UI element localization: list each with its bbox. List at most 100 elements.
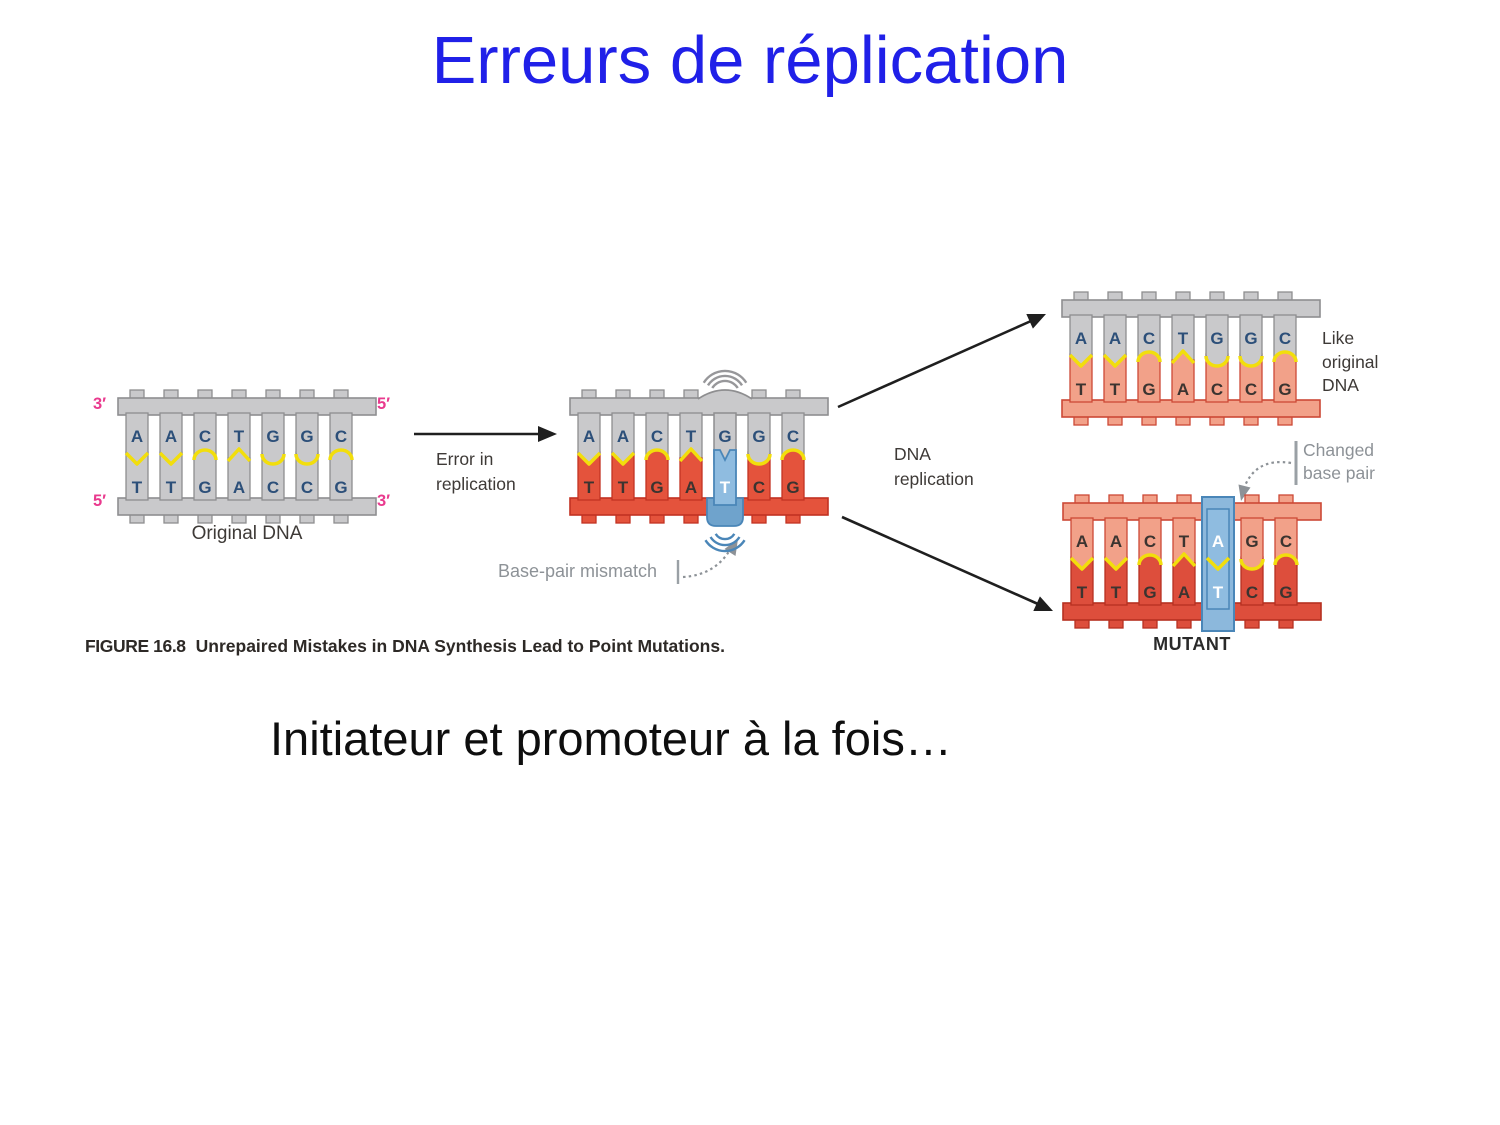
base-letter: A [233, 478, 245, 497]
base-letter: T [618, 478, 629, 497]
bond-joint [328, 448, 354, 461]
base-tip [1072, 558, 1092, 569]
base-letter: C [1143, 329, 1155, 348]
base-tip [229, 449, 249, 460]
bond-joint [1238, 355, 1264, 368]
base-letter: A [583, 427, 595, 446]
bond-joint [1204, 355, 1230, 368]
bond-joint [780, 448, 806, 461]
bond-joint [124, 451, 150, 466]
strain-arcs-icon [709, 536, 741, 547]
base-letter: G [1142, 380, 1155, 399]
base-letter: A [617, 427, 629, 446]
base-letter: C [753, 478, 765, 497]
base-letter: T [1110, 380, 1121, 399]
base-letter: G [1245, 532, 1258, 551]
bond-joint [1069, 556, 1095, 571]
base-tip [579, 453, 599, 464]
replication-arrow-up [837, 314, 1046, 409]
bond-joint [1102, 353, 1128, 368]
base-letter: T [1077, 583, 1088, 602]
bond-joint [192, 448, 218, 461]
base-letter: C [301, 478, 313, 497]
bond-joint [1137, 553, 1163, 566]
base-letter: T [686, 427, 697, 446]
bond-joint [1136, 350, 1162, 363]
bond-joint [1068, 353, 1094, 368]
base-letter: G [718, 427, 731, 446]
error-arrow [414, 426, 557, 442]
base-letter: A [685, 478, 697, 497]
strain-arcs-icon [714, 533, 736, 541]
base-letter: A [131, 427, 143, 446]
base-letter: A [1178, 583, 1190, 602]
base-letter: G [300, 427, 313, 446]
base-letter: T [720, 478, 731, 497]
base-tip [1071, 355, 1091, 366]
base-letter: G [650, 478, 663, 497]
arrowhead-icon [1026, 314, 1046, 329]
replication-arrow-down [841, 515, 1053, 611]
base-letter: A [1212, 532, 1224, 551]
base-letter: T [1213, 583, 1224, 602]
base-tip [1174, 554, 1194, 565]
base-letter: C [651, 427, 663, 446]
base-tip [1106, 558, 1126, 569]
mismatched-base [713, 449, 737, 506]
changed-base-pair-label: Changed base pair [1303, 440, 1375, 484]
bond-joint [158, 451, 184, 466]
bond-joint [1205, 556, 1231, 571]
strand-end-5prime-top-right: 5′ [377, 395, 391, 413]
base-letter: T [1179, 532, 1190, 551]
error-in-replication-label: Error in replication [436, 449, 516, 494]
strain-arcs-icon [711, 379, 739, 389]
base-letter: C [1144, 532, 1156, 551]
strand-end-3prime-top-left: 3′ [93, 395, 107, 413]
base-letter: A [1075, 329, 1087, 348]
strain-arcs-icon [704, 539, 746, 553]
base-letter: A [1109, 329, 1121, 348]
base-letter: G [752, 427, 765, 446]
base-tip [613, 453, 633, 464]
base-letter: A [1177, 380, 1189, 399]
bond-joint [1273, 553, 1299, 566]
base-letter: G [198, 478, 211, 497]
bond-joint [226, 447, 252, 463]
base-letter: C [199, 427, 211, 446]
figure-caption-text: Unrepaired Mistakes in DNA Synthesis Lea… [195, 636, 725, 656]
bond-joint [644, 448, 670, 461]
bond-joint [1170, 349, 1196, 365]
base-pair-mismatch-label: Base-pair mismatch [498, 561, 658, 581]
bond-joint [678, 447, 704, 463]
like-original-dna-label: Like original DNA [1322, 328, 1379, 396]
base-letter: C [1246, 583, 1258, 602]
mutant-label: MUTANT [1153, 634, 1231, 654]
base-letter: T [1111, 583, 1122, 602]
base-letter: A [1076, 532, 1088, 551]
base-letter: C [267, 478, 279, 497]
base-letter: T [584, 478, 595, 497]
bond-joint [1272, 350, 1298, 363]
base-letter: A [1110, 532, 1122, 551]
base-letter: T [234, 427, 245, 446]
base-letter: T [132, 478, 143, 497]
bond-joint [1103, 556, 1129, 571]
base-tip [1173, 351, 1193, 362]
base-letter: C [1245, 380, 1257, 399]
bond-joint [1239, 558, 1265, 571]
base-letter: C [1211, 380, 1223, 399]
original-dna-label: Original DNA [191, 523, 303, 544]
base-letter: G [1278, 380, 1291, 399]
page-title: Erreurs de réplication [431, 23, 1069, 98]
base-letter: A [165, 427, 177, 446]
base-letter: G [1143, 583, 1156, 602]
base-tip [1105, 355, 1125, 366]
dna-replication-label: DNA replication [894, 444, 974, 489]
backbone-bump [697, 389, 753, 400]
base-tip [161, 453, 181, 464]
bond-joint [1171, 552, 1197, 568]
